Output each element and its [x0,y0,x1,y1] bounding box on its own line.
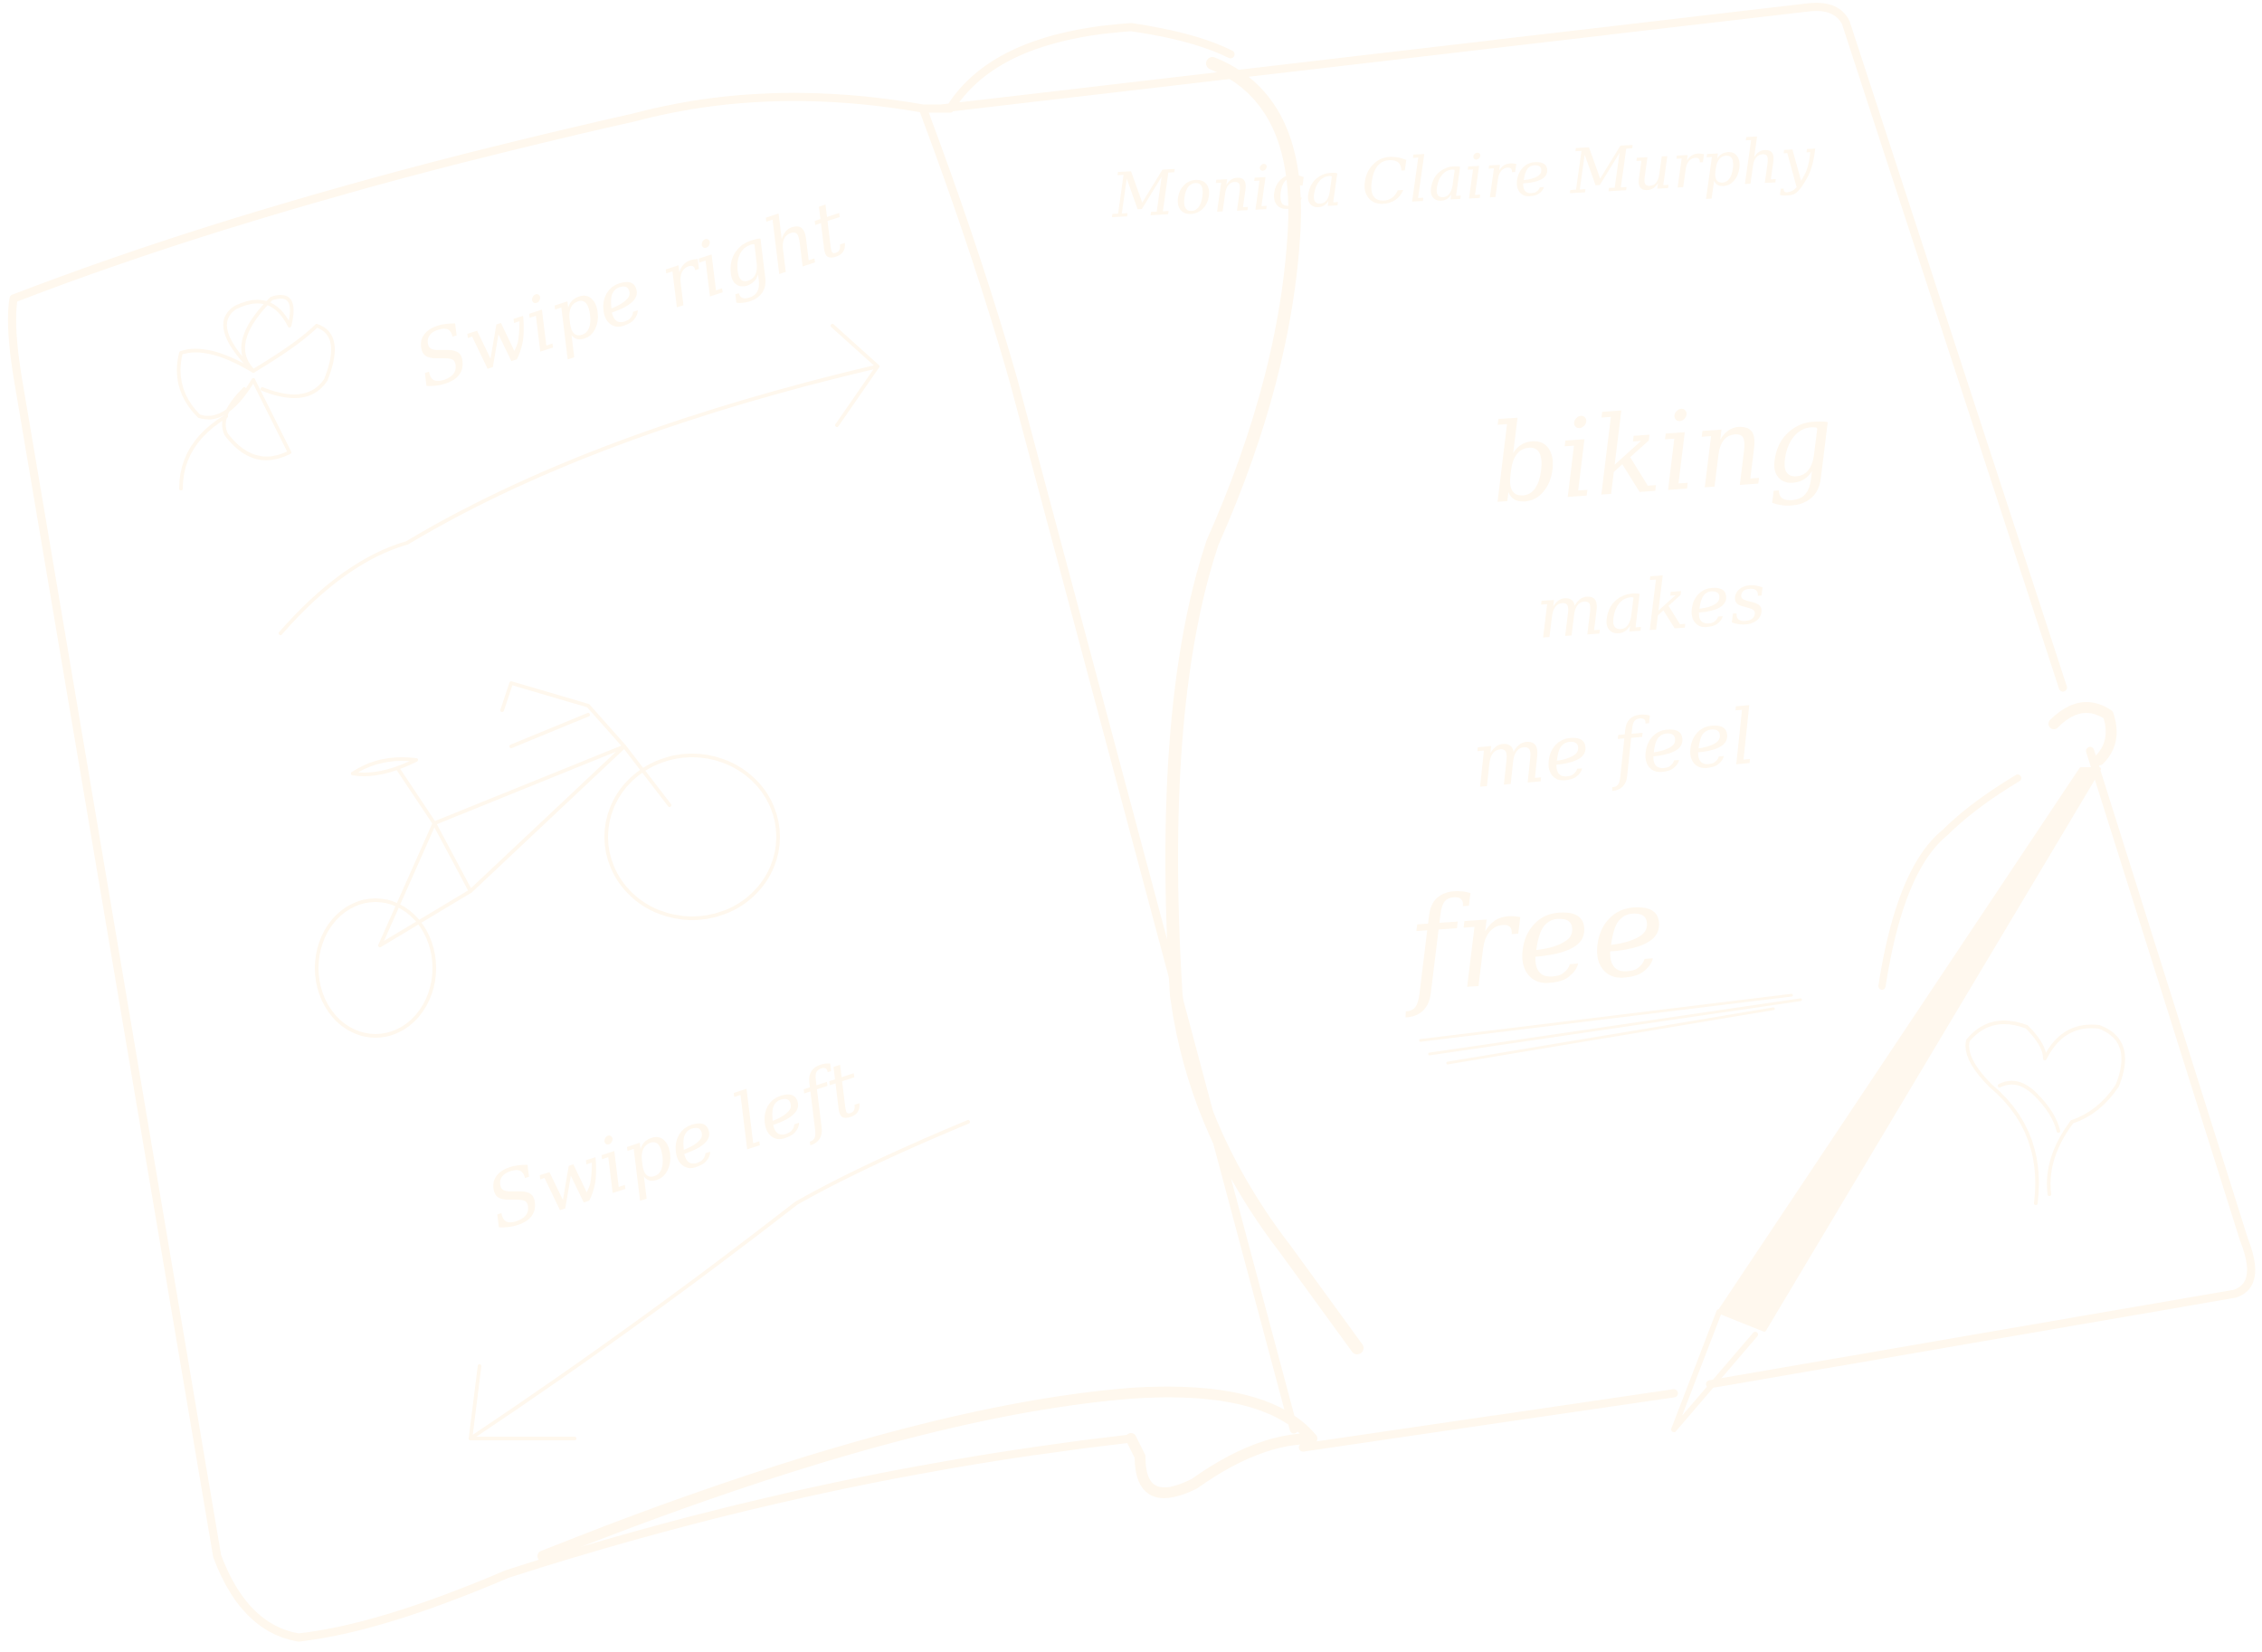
caption-line-2: makes [1534,557,1769,654]
free-underline [1419,993,1802,1065]
heart-icon [1965,1021,2125,1205]
swipe-left-label: Swipe left [476,1044,871,1248]
swipe-right-arrow [279,324,879,635]
pen-icon [1671,702,2117,1432]
bicycle-icon [315,681,780,1038]
clover-icon [176,295,335,490]
caption-line-3: me feel [1468,692,1759,805]
page-curl [537,1386,1317,1562]
caption-line-4: free [1395,856,1670,1021]
caption-line-1: biking [1486,379,1838,528]
swipe-left-arrow [469,1120,970,1440]
left-page-outline [7,23,1298,1642]
right-page-outline [936,3,2256,1452]
author-name: Monica Claire Murphy [1108,124,1819,233]
swipe-right-label: Swipe right [404,184,857,406]
spine-curve [1165,57,1364,1354]
